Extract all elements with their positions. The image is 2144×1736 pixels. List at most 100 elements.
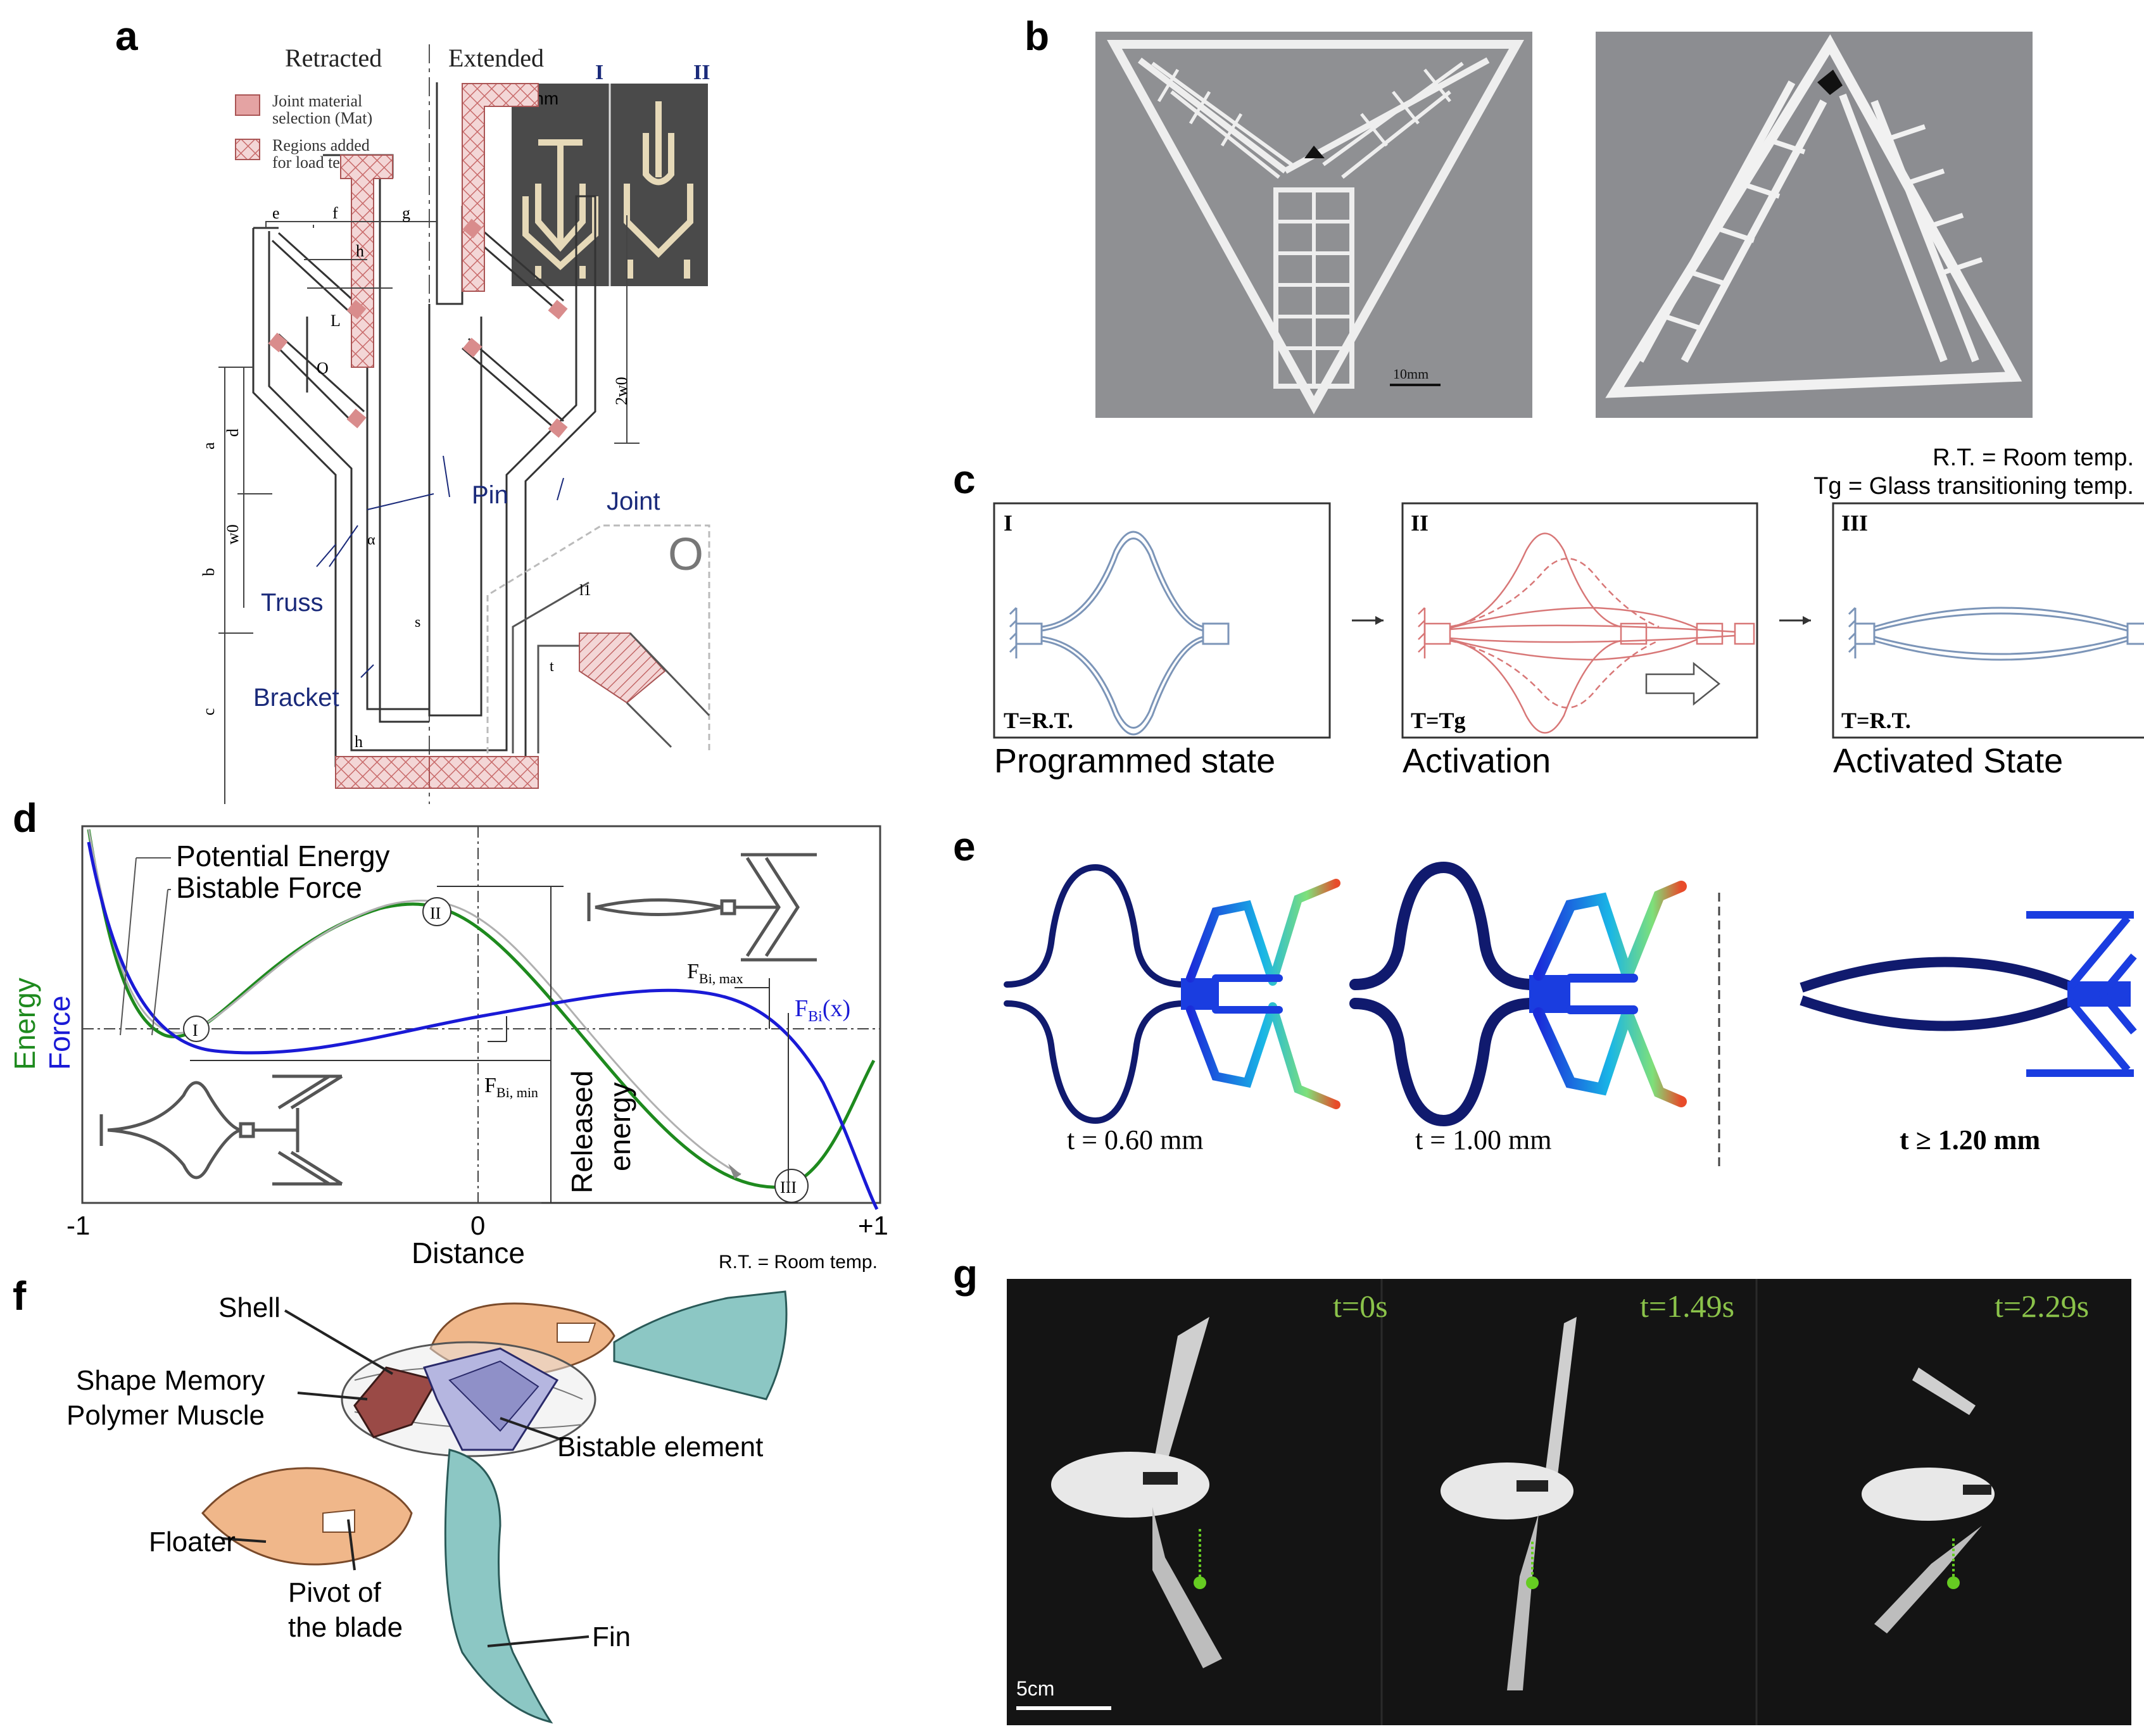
caption-t120: t ≥ 1.20 mm [1900, 1124, 2040, 1155]
dim-w0: w0 [224, 524, 242, 544]
scale-g: 5cm [1016, 1677, 1054, 1700]
dim-c: c [199, 708, 218, 715]
box-II-temp: T=Tg [1411, 708, 1466, 733]
box-II: II T=Tg [1401, 502, 1758, 739]
label-bracket: Bracket [253, 684, 339, 712]
legend-joint-text: Joint material [272, 92, 362, 110]
note-rt: R.T. = Room temp. [1933, 444, 2134, 471]
leader-lines-f [221, 1309, 590, 1647]
arrow-1-head [1375, 616, 1384, 625]
legend-regions-text: Regions added [272, 136, 370, 154]
activation-arrow [1645, 662, 1721, 706]
panel-c: R.T. = Room temp. Tg = Glass transitioni… [988, 431, 2144, 785]
mini-diagram-bottom [99, 1074, 343, 1186]
bistable-inner [448, 1360, 539, 1432]
state-I: I [192, 1021, 198, 1040]
fin-bottom [444, 1449, 553, 1724]
dim-h: h [356, 242, 364, 260]
extended-joints [462, 218, 568, 438]
label-smp-1: Shape Memory [76, 1365, 265, 1396]
time-0: t=0s [1333, 1288, 1388, 1324]
floater-bottom-slot [322, 1509, 355, 1533]
box-III: III T=R.T. [1832, 502, 2144, 739]
extended-hatch-bottom [429, 756, 539, 789]
panel-e: t = 0.60 mm t = 1.00 mm t ≥ 1.20 mm [1000, 848, 2144, 1178]
dim-t: t [550, 658, 554, 675]
dimension-lines [218, 215, 640, 804]
printed-triangle-activated [1605, 34, 2022, 398]
detail-O: O l1 t [486, 524, 710, 753]
dim-h2: h [355, 733, 363, 751]
sim-t060 [1004, 864, 1340, 1124]
bistable-force-curve [87, 841, 879, 1211]
retracted-structure [252, 154, 429, 767]
dim-s: s [415, 614, 420, 631]
xtick-pos1: +1 [858, 1211, 888, 1240]
dim-g: g [402, 204, 410, 222]
f-bi-max: FBi, max [687, 960, 743, 986]
ylabel-force: Force [43, 995, 76, 1070]
caption-t060: t = 0.60 mm [1067, 1124, 1204, 1155]
scale-b: 10mm [1393, 366, 1428, 382]
panel-label-c: c [953, 456, 976, 502]
dim-L: L [331, 311, 341, 330]
box-I: I T=R.T. [993, 502, 1331, 739]
box-II-roman: II [1411, 510, 1428, 536]
panel-label-e: e [953, 824, 976, 869]
panel-b: 10mm [1095, 32, 2033, 418]
state-II-marker [422, 897, 451, 926]
mini-diagram-top [587, 853, 817, 962]
smp-muscle [353, 1366, 439, 1438]
gray-arrowhead [728, 1164, 741, 1179]
time-229: t=2.29s [1995, 1288, 2089, 1324]
dim-l1: l1 [579, 582, 591, 599]
label-shell: Shell [218, 1292, 281, 1323]
inset-photos: 5mm I II [512, 61, 710, 286]
state-I-marker [183, 1016, 210, 1042]
retracted-header: Retracted [285, 44, 382, 72]
panel-label-b: b [1025, 13, 1050, 59]
f-bi-min: FBi, min [484, 1074, 538, 1100]
label-pivot-1: Pivot of [288, 1577, 382, 1608]
note-tg: Tg = Glass transitioning temp. [1813, 473, 2134, 500]
caption-activated: Activated State [1833, 742, 2063, 780]
xtick-neg1: -1 [66, 1211, 90, 1240]
retracted-joints [268, 299, 367, 429]
box-III-temp: T=R.T. [1841, 708, 1911, 733]
label-truss: Truss [261, 589, 324, 617]
fin-top [613, 1290, 788, 1400]
caption-programmed: Programmed state [994, 742, 1275, 780]
center-joint-b [1304, 146, 1325, 158]
label-released: Released [565, 1071, 598, 1193]
extended-header: Extended [448, 44, 544, 72]
sim-t120 [1800, 911, 2137, 1077]
floater-top-slot [557, 1323, 596, 1343]
note-rt-d: R.T. = Room temp. [719, 1252, 878, 1273]
dim-2w0: 2w0 [612, 377, 631, 405]
frame-2 [1441, 1317, 1577, 1690]
box-I-temp: T=R.T. [1004, 708, 1073, 733]
label-pin: Pin [472, 481, 508, 509]
dim-O: O [317, 359, 329, 377]
legend-potential-energy: Potential Energy [176, 840, 390, 872]
retracted-hatch-top [340, 154, 393, 368]
legend-joint-text2: selection (Mat) [272, 109, 372, 127]
box-I-roman: I [1004, 510, 1012, 536]
legend-regions-swatch [235, 139, 260, 160]
caption-t100: t = 1.00 mm [1415, 1124, 1552, 1155]
f-bi-x: FBi(x) [795, 995, 850, 1025]
printed-triangle-flat [1107, 40, 1524, 415]
label-pivot-2: the blade [288, 1612, 403, 1643]
label-floater: Floater [149, 1526, 236, 1557]
ylabel-energy: Energy [8, 978, 41, 1070]
frame-3 [1862, 1368, 1995, 1633]
state-II: II [430, 904, 441, 922]
label-energy: energy [603, 1082, 636, 1171]
center-joint-b-right [1817, 70, 1843, 95]
label-fin: Fin [592, 1621, 631, 1652]
time-149: t=1.49s [1640, 1288, 1734, 1324]
panel-f: Shell Shape Memory Polymer Muscle Bistab… [57, 1273, 943, 1728]
dim-b: b [199, 568, 218, 576]
dim-d: d [224, 429, 242, 437]
dim-alpha: α [367, 532, 375, 548]
